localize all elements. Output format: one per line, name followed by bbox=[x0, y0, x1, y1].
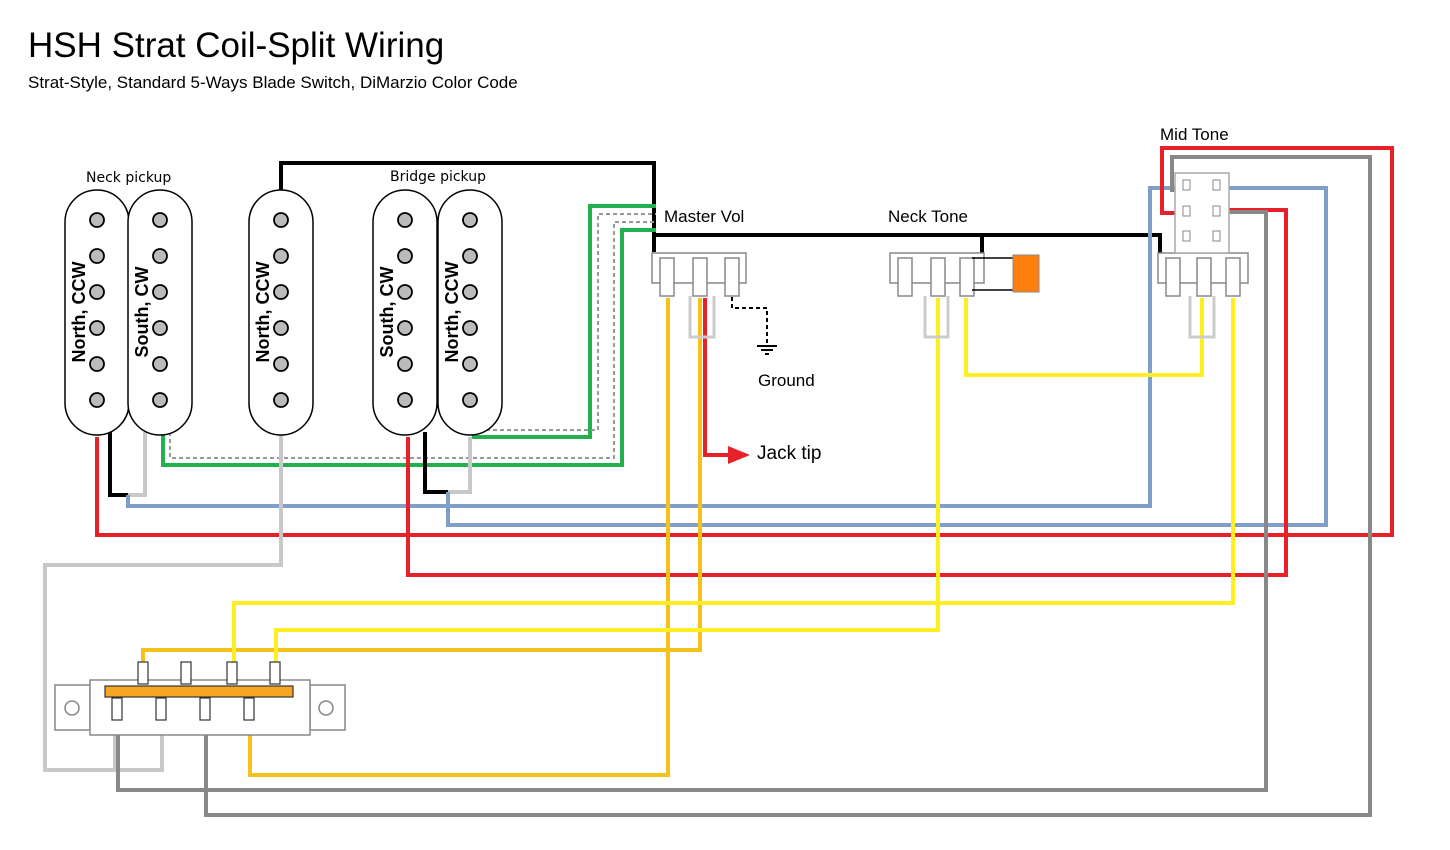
push-pull-switch[interactable] bbox=[1174, 172, 1230, 254]
pole-piece bbox=[397, 248, 413, 264]
page-subtitle: Strat-Style, Standard 5-Ways Blade Switc… bbox=[28, 73, 518, 92]
wire-vol-lug-link bbox=[688, 296, 716, 339]
neck-tone-label: Neck Tone bbox=[888, 207, 968, 226]
pole-piece bbox=[462, 248, 478, 264]
pole-piece bbox=[152, 320, 168, 336]
wire-yellow-mid bbox=[232, 298, 1235, 668]
pole-piece bbox=[397, 212, 413, 228]
bridge-south-coil-label: South, CW bbox=[377, 267, 397, 358]
neck-north-coil-label: North, CCW bbox=[69, 262, 89, 363]
wire-red-jack bbox=[703, 298, 730, 457]
pole-piece bbox=[89, 320, 105, 336]
pole-piece bbox=[89, 212, 105, 228]
wire-blue-neck bbox=[126, 186, 1178, 508]
wire-white-bridge bbox=[448, 437, 472, 494]
pole-piece bbox=[397, 392, 413, 408]
tone-capacitor bbox=[1012, 254, 1040, 293]
pole-piece bbox=[273, 356, 289, 372]
mid-tone-label: Mid Tone bbox=[1160, 125, 1229, 144]
wire-gold-vol-switch bbox=[248, 298, 670, 777]
pole-piece bbox=[397, 320, 413, 336]
pole-piece bbox=[462, 284, 478, 300]
mid-tone-pot[interactable] bbox=[1157, 252, 1249, 297]
wire-black-neck bbox=[108, 432, 128, 497]
master-vol-pot[interactable] bbox=[651, 252, 747, 297]
middle-north-coil-label: North, CCW bbox=[253, 262, 273, 363]
pole-piece bbox=[462, 212, 478, 228]
middle-north-coil: North, CCW bbox=[248, 189, 314, 436]
wire-tone-lug-link bbox=[923, 296, 950, 339]
bridge-north-coil: North, CCW bbox=[437, 189, 503, 436]
neck-south-coil: South, CW bbox=[127, 189, 193, 436]
pole-piece bbox=[273, 212, 289, 228]
page-title: HSH Strat Coil-Split Wiring bbox=[28, 26, 445, 65]
pole-piece bbox=[152, 284, 168, 300]
wire-blue-bridge bbox=[446, 186, 1328, 527]
pole-piece bbox=[89, 284, 105, 300]
neck-south-coil-label: South, CW bbox=[132, 267, 152, 358]
ground-icon bbox=[757, 345, 777, 355]
pole-piece bbox=[273, 248, 289, 264]
wire-mid-lug-link bbox=[1188, 296, 1216, 339]
jack-tip-arrow-icon bbox=[728, 446, 750, 464]
wire-white-neck bbox=[128, 432, 147, 497]
wire-white-middle bbox=[43, 432, 283, 772]
wire-green-neck bbox=[161, 228, 656, 467]
pole-piece bbox=[462, 320, 478, 336]
ground-label: Ground bbox=[758, 371, 815, 390]
neck-pickup-label: Neck pickup bbox=[86, 170, 171, 186]
five-way-switch[interactable] bbox=[54, 661, 346, 736]
pole-piece bbox=[273, 284, 289, 300]
wire-bare-bridge bbox=[472, 213, 656, 431]
wire-red-bridge bbox=[406, 208, 1288, 577]
wire-green-bridge bbox=[472, 204, 656, 439]
jack-tip-label: Jack tip bbox=[757, 443, 821, 464]
wire-bare-neck bbox=[169, 221, 656, 459]
bridge-north-coil-label: North, CCW bbox=[442, 262, 462, 363]
wire-yellow-tone bbox=[274, 298, 940, 668]
neck-north-coil: North, CCW bbox=[64, 189, 130, 436]
pole-piece bbox=[462, 356, 478, 372]
wire-gray-switch-b bbox=[204, 155, 1372, 817]
pole-piece bbox=[89, 356, 105, 372]
bridge-pickup-label: Bridge pickup bbox=[390, 169, 486, 185]
wire-gray-switch-mid bbox=[116, 210, 1268, 792]
wire-gold-switch-a bbox=[141, 298, 702, 668]
pole-piece bbox=[89, 392, 105, 408]
bridge-south-coil: South, CW bbox=[372, 189, 438, 436]
wire-black-ground-bus bbox=[654, 233, 1162, 255]
pole-piece bbox=[89, 248, 105, 264]
pole-piece bbox=[273, 392, 289, 408]
wire-black-bridge bbox=[423, 432, 448, 494]
pole-piece bbox=[462, 392, 478, 408]
neck-tone-pot[interactable] bbox=[889, 252, 985, 297]
pole-piece bbox=[397, 284, 413, 300]
pole-piece bbox=[397, 356, 413, 372]
master-vol-label: Master Vol bbox=[664, 207, 744, 226]
wire-yellow-tone-link bbox=[964, 298, 1204, 377]
pole-piece bbox=[152, 248, 168, 264]
pole-piece bbox=[152, 356, 168, 372]
wire-red-neck bbox=[95, 146, 1394, 537]
pole-piece bbox=[152, 212, 168, 228]
pole-piece bbox=[152, 392, 168, 408]
pole-piece bbox=[273, 320, 289, 336]
